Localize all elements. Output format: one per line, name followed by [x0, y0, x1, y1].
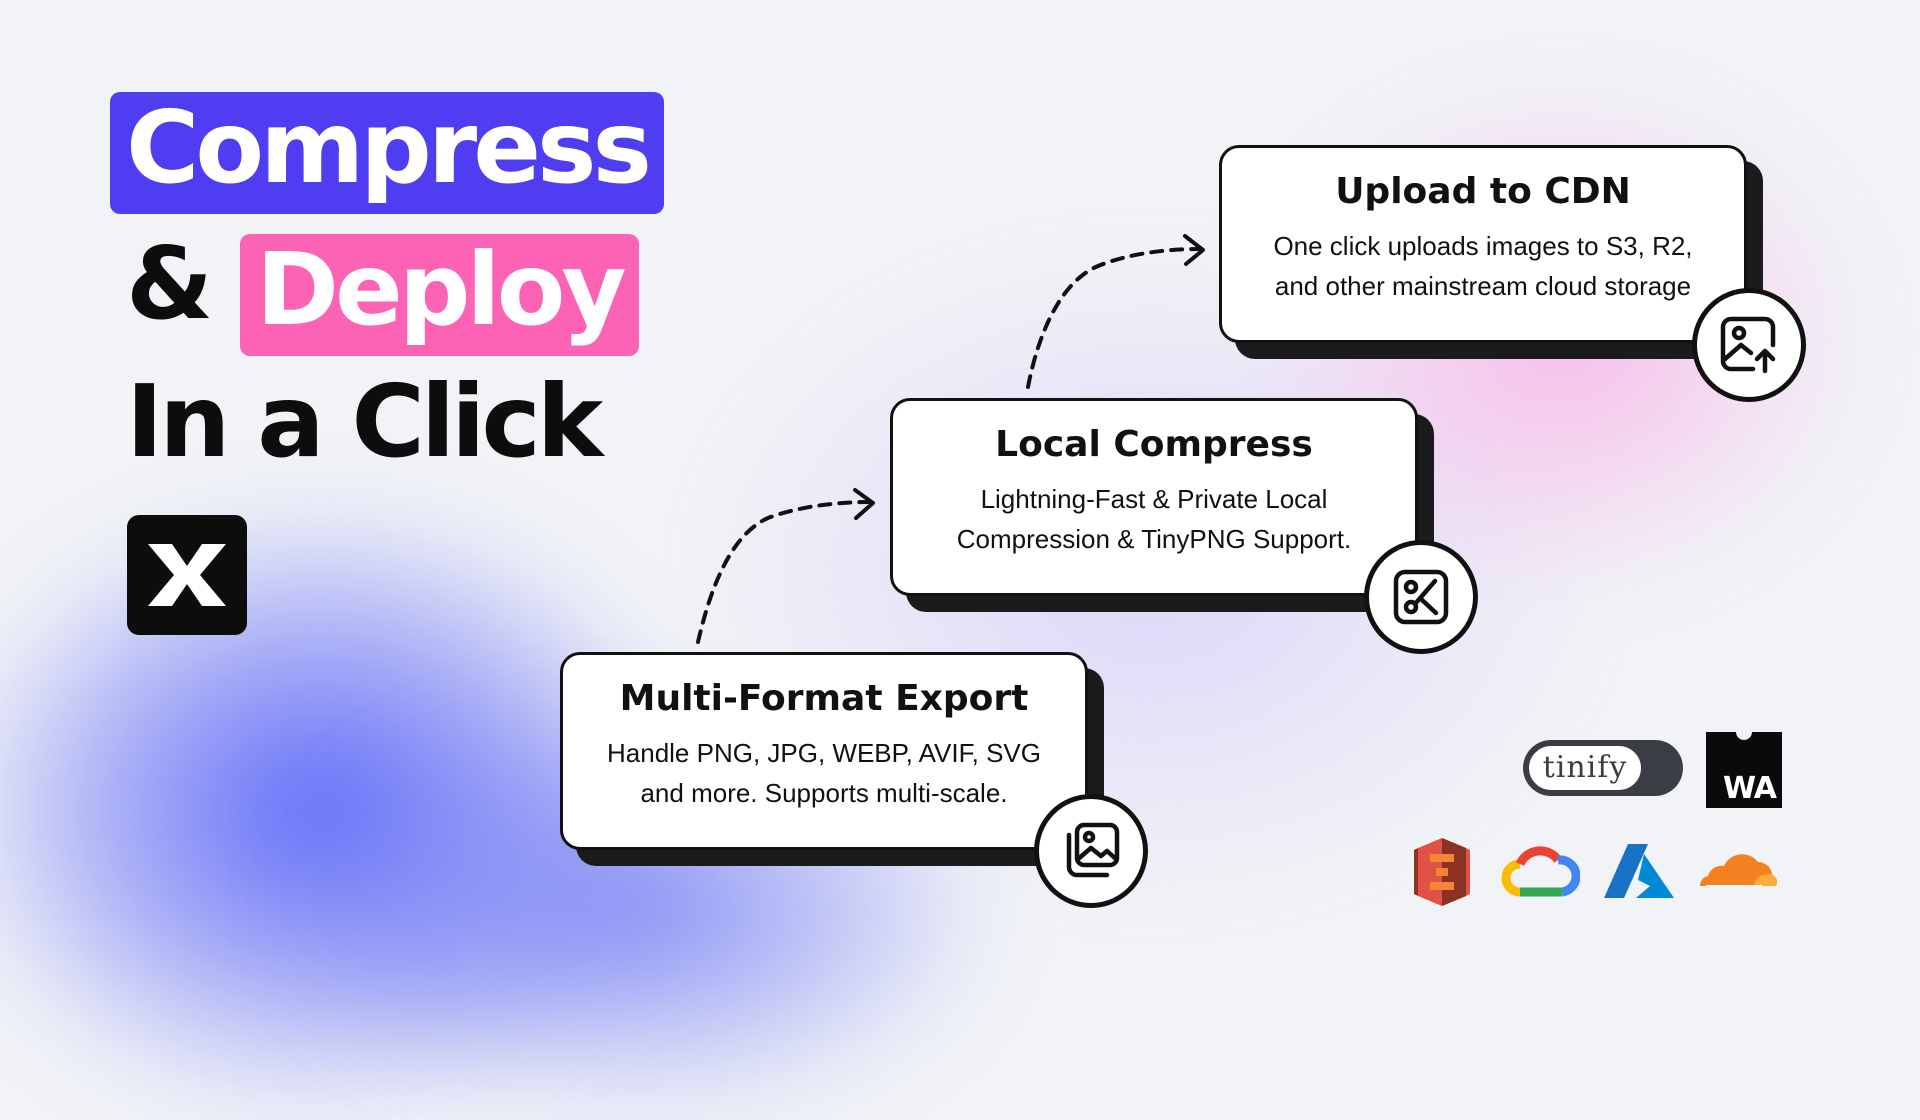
- image-stack-icon: [1034, 794, 1148, 908]
- arrow-export-to-compress: [696, 500, 872, 644]
- arrow-compress-to-cdn: [1026, 247, 1202, 389]
- google-cloud-logo: [1501, 846, 1580, 897]
- tinify-logo: tinify: [1523, 740, 1683, 796]
- headline-in-a-click: In a Click: [126, 363, 603, 480]
- card-description: Handle PNG, JPG, WEBP, AVIF, SVG and mor…: [563, 733, 1085, 813]
- card-title: Local Compress: [995, 424, 1313, 465]
- tinify-logo-text: tinify: [1542, 750, 1628, 785]
- headline-deploy: Deploy: [240, 234, 639, 356]
- card-description: Lightning-Fast & Private Local Compressi…: [893, 479, 1415, 559]
- card-title: Multi-Format Export: [619, 678, 1029, 719]
- card-description-line: Lightning-Fast & Private Local: [980, 484, 1328, 514]
- card-description: One click uploads images to S3, R2, and …: [1222, 226, 1744, 306]
- card-local-compress: Local Compress Lightning-Fast & Private …: [890, 398, 1418, 596]
- wa-logo: WA: [1706, 732, 1782, 808]
- card-description-line: and other mainstream cloud storage: [1274, 271, 1692, 301]
- arrowhead-compress-to-cdn: [1183, 234, 1205, 266]
- card-description-line: and more. Supports multi-scale.: [640, 778, 1008, 808]
- tinify-logo-knob: tinify: [1526, 743, 1644, 793]
- cloudflare-logo: [1699, 854, 1778, 887]
- arrowhead-export-to-compress: [853, 488, 875, 520]
- headline-ampersand: &: [126, 225, 213, 342]
- aws-s3-logo: [1414, 838, 1470, 906]
- card-title: Upload to CDN: [1335, 171, 1631, 212]
- headline-compress: Compress: [110, 92, 665, 214]
- card-description-line: Compression & TinyPNG Support.: [956, 524, 1352, 554]
- card-description-line: One click uploads images to S3, R2,: [1273, 231, 1693, 261]
- card-multi-format-export: Multi-Format Export Handle PNG, JPG, WEB…: [560, 652, 1088, 850]
- azure-logo: [1604, 844, 1674, 898]
- compress-scissors-icon: [1364, 540, 1478, 654]
- card-upload-to-cdn: Upload to CDN One click uploads images t…: [1219, 145, 1747, 343]
- app-logo-icon: [127, 515, 247, 635]
- wa-logo-text: WA: [1723, 771, 1777, 806]
- card-description-line: Handle PNG, JPG, WEBP, AVIF, SVG: [607, 738, 1041, 768]
- image-upload-icon: [1692, 288, 1806, 402]
